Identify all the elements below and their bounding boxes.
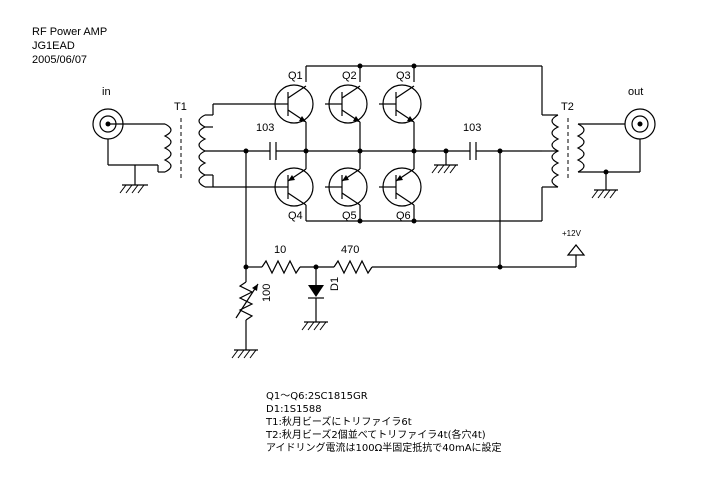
capacitor-c1: 103 [256, 122, 277, 160]
note-line: T2:秋月ビーズ2個並べてトリファイラ4t(各穴4t) [265, 428, 486, 441]
t1-label: T1 [174, 101, 187, 113]
q6-label: Q6 [396, 210, 411, 222]
resistor-r10: 10 [261, 244, 301, 275]
c2-value: 103 [463, 122, 481, 134]
variable-resistor-100: 100 [235, 281, 273, 321]
ground-symbol-output [591, 189, 618, 199]
c1-value: 103 [256, 122, 274, 134]
r470-value: 470 [341, 244, 359, 256]
note-line: D1:1S1588 [266, 404, 322, 415]
resistor-r470: 470 [333, 244, 373, 275]
capacitor-c2: 103 [463, 122, 481, 160]
transistor-q5: Q5 [328, 167, 368, 222]
r10-value: 10 [274, 244, 286, 256]
q5-label: Q5 [342, 210, 357, 222]
transistor-q2: Q2 [328, 70, 368, 124]
parts-notes: Q1～Q6:2SC1815GR D1:1S1588 T1:秋月ビーズにトリファイ… [265, 391, 502, 454]
transistor-q1: Q1 [274, 70, 314, 124]
ground-symbol-emitter [431, 164, 458, 174]
output-label: out [628, 86, 643, 98]
q1-label: Q1 [288, 70, 303, 82]
q2-label: Q2 [342, 70, 357, 82]
ground-symbol-diode [301, 321, 328, 331]
input-connector: in [92, 86, 124, 140]
q4-label: Q4 [288, 210, 303, 222]
output-connector: out [624, 86, 656, 140]
transistor-q4: Q4 [274, 167, 314, 222]
input-label: in [102, 86, 111, 98]
vr-value: 100 [261, 284, 273, 302]
title-text: RF Power AMP [32, 26, 107, 38]
note-line: アイドリング電流は100Ω半固定抵抗で40mAに設定 [266, 441, 502, 454]
ground-symbol-bias [231, 349, 258, 359]
transformer-t1: T1 [163, 101, 207, 188]
date-text: 2005/06/07 [32, 54, 87, 66]
diode-d1: D1 [308, 267, 341, 322]
note-line: T1:秋月ビーズにトリファイラ6t [265, 415, 412, 428]
author-text: JG1EAD [32, 40, 75, 52]
vcc-supply-symbol: +12V [562, 229, 586, 267]
transistor-q3: Q3 [382, 70, 422, 124]
d1-label: D1 [329, 277, 341, 291]
note-line: Q1～Q6:2SC1815GR [266, 391, 368, 402]
vcc-label: +12V [562, 229, 582, 238]
q3-label: Q3 [396, 70, 411, 82]
transistor-q6: Q6 [382, 167, 422, 222]
ground-symbol-input [119, 184, 148, 194]
transformer-t2: T2 [551, 101, 585, 188]
t2-label: T2 [561, 101, 574, 113]
